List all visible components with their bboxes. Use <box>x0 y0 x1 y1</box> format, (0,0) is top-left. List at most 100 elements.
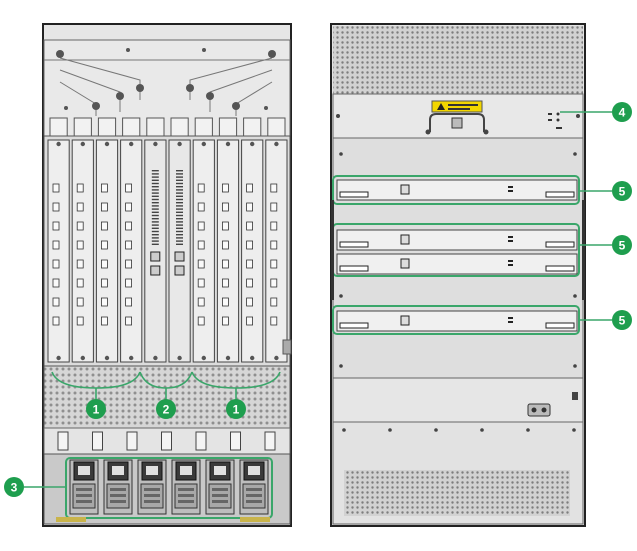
power-tabs <box>57 431 276 451</box>
bottom-screw <box>572 428 576 432</box>
port-icon <box>125 297 132 307</box>
port-icon <box>221 297 229 307</box>
module-led <box>508 236 513 238</box>
port-icon <box>246 183 254 193</box>
top-vent-mesh <box>333 26 583 94</box>
led-row <box>176 170 183 172</box>
card-screw-top <box>153 141 158 147</box>
led-row <box>176 192 183 194</box>
power-inlet-socket <box>112 466 124 475</box>
power-grip <box>110 500 126 503</box>
led-row <box>151 221 159 223</box>
power-supply-highlight <box>65 457 273 519</box>
card-ejector <box>194 117 213 137</box>
module-port-icon <box>400 258 410 269</box>
led-row <box>151 208 159 210</box>
power-inlet-socket <box>180 466 192 475</box>
port-icon <box>52 240 60 250</box>
bay-screw <box>339 152 343 156</box>
module-ejector-left <box>339 191 369 198</box>
fan-bracket-lines <box>51 371 281 400</box>
port-icon <box>246 259 254 269</box>
port-icon <box>270 240 278 250</box>
power-grip <box>246 494 262 497</box>
card-ejector <box>218 117 238 137</box>
port-icon <box>101 259 108 269</box>
card-slots <box>47 139 288 363</box>
port-icon <box>197 278 205 288</box>
module-highlight <box>332 175 580 205</box>
module-ejector-left <box>339 265 369 272</box>
port-icon <box>270 202 278 212</box>
bottom-screws <box>342 428 576 432</box>
card-screw-top <box>250 141 255 147</box>
led-row <box>151 182 159 185</box>
power-inlet-socket <box>78 466 90 475</box>
port-icon <box>52 259 60 269</box>
module-highlight <box>332 305 580 335</box>
led-row <box>176 234 183 236</box>
card-screw-bottom <box>225 355 231 361</box>
bottom-vent-mesh <box>344 470 570 516</box>
fan-latch-icon <box>451 117 463 129</box>
svg-text:2: 2 <box>163 403 170 417</box>
power-grip <box>178 500 194 503</box>
right-chassis <box>330 23 586 527</box>
led-row <box>176 224 183 226</box>
card-ejector <box>73 117 92 137</box>
led-row <box>176 211 183 213</box>
port-icon <box>52 278 60 288</box>
led-row <box>151 227 159 229</box>
led-row <box>151 202 159 204</box>
card-slot <box>168 139 191 363</box>
card-screw-top <box>225 141 231 147</box>
power-grip <box>246 488 262 491</box>
port-icon <box>52 316 60 326</box>
module-led <box>508 260 513 262</box>
card-screw-bottom <box>177 355 182 361</box>
bottom-screw <box>388 428 392 432</box>
power-tab <box>230 431 241 451</box>
card-ejector <box>49 117 68 137</box>
svg-text:5: 5 <box>619 314 626 328</box>
warning-text-line <box>448 104 478 106</box>
led-row <box>151 195 159 197</box>
callout-1a: 1 <box>86 399 106 419</box>
power-inlet-socket <box>146 466 158 475</box>
module-led <box>508 190 513 192</box>
port-icon <box>246 316 254 326</box>
svg-text:4: 4 <box>619 106 626 120</box>
power-grip <box>212 500 228 503</box>
power-grip <box>76 500 92 503</box>
power-tab <box>264 431 276 451</box>
port-icon <box>246 240 254 250</box>
led-row <box>151 211 159 213</box>
status-led-icons <box>548 112 562 129</box>
power-grip <box>76 488 92 491</box>
card-slot <box>216 139 240 363</box>
port-icon <box>221 202 229 212</box>
card-screw-top <box>104 141 110 147</box>
port-icon <box>197 202 205 212</box>
port-icon <box>52 297 60 307</box>
fan-handle <box>429 113 485 132</box>
module-ejector-right <box>545 241 575 248</box>
card-ejector <box>146 117 165 137</box>
card-screw-top <box>80 141 86 147</box>
bay-screw <box>573 294 577 298</box>
port-icon <box>76 278 84 288</box>
power-grip <box>144 494 160 497</box>
led-row <box>151 189 159 191</box>
led-row <box>176 202 183 204</box>
power-tab <box>92 431 103 451</box>
module-ejector-right <box>545 265 575 272</box>
callout-2: 2 <box>156 399 176 419</box>
led-row <box>176 182 183 185</box>
card-slot <box>241 139 264 363</box>
port-icon <box>197 297 205 307</box>
port-icon <box>270 278 278 288</box>
led-row <box>176 186 183 188</box>
port-icon <box>101 221 108 231</box>
port-icon <box>76 221 84 231</box>
card-slot <box>120 139 143 363</box>
